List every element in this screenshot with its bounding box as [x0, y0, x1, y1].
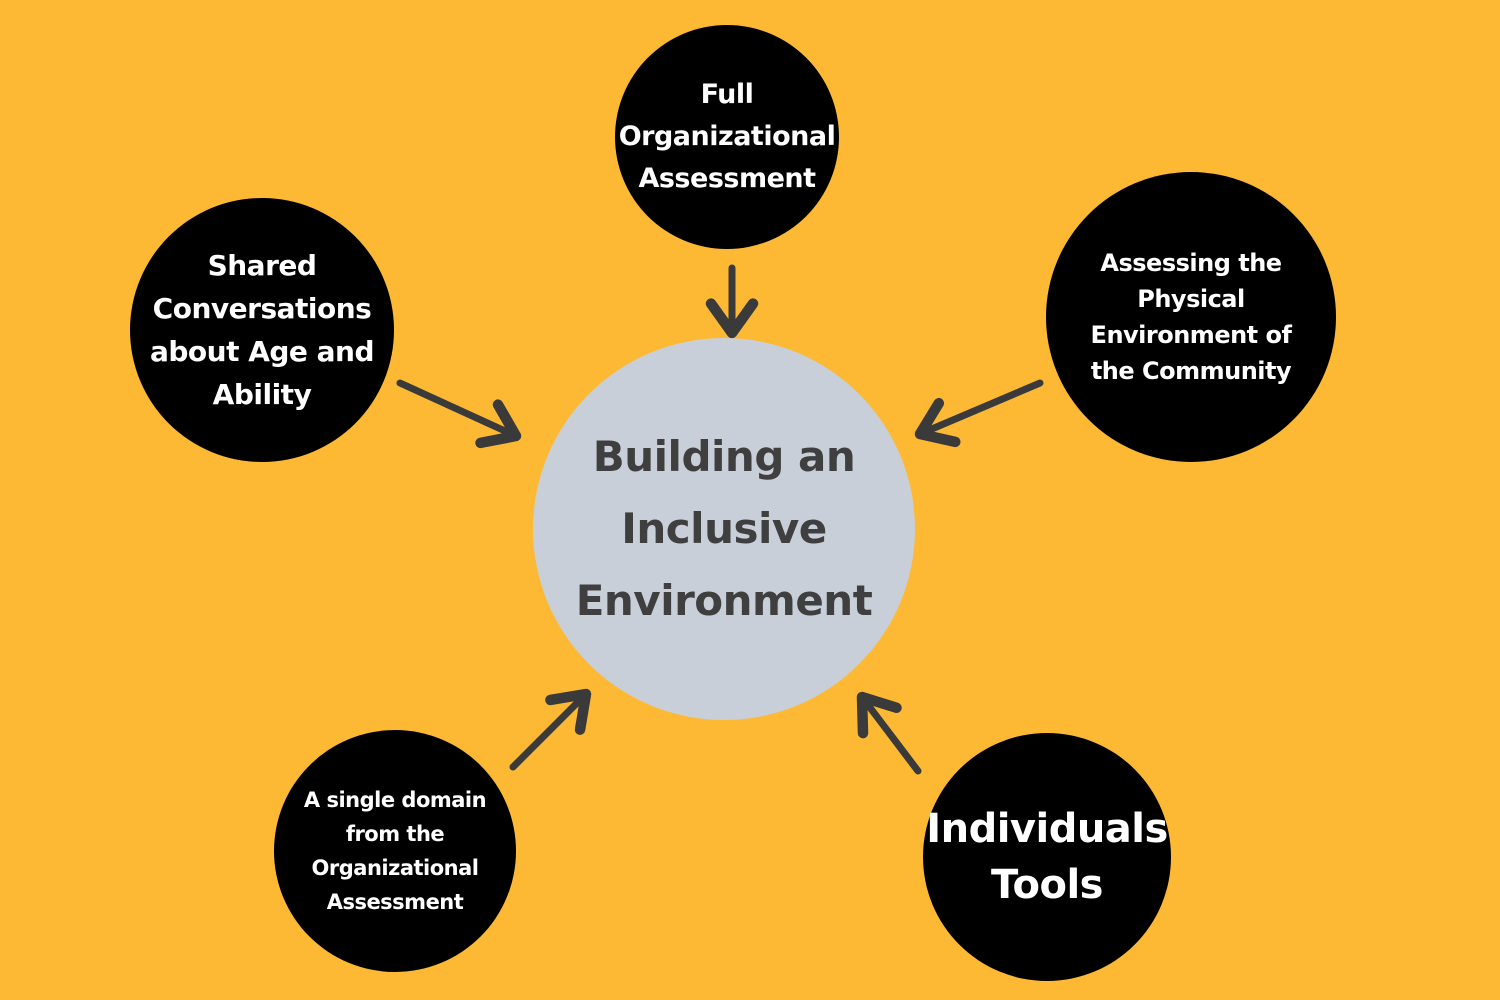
node-individuals-tools: Individuals Tools	[923, 733, 1171, 981]
arrow-left-to-center	[396, 379, 522, 449]
node-label: Individuals Tools	[926, 806, 1168, 908]
center-node-label: Building an Inclusive Environment	[575, 432, 873, 625]
node-label: Full Organizational Assessment	[618, 79, 836, 194]
node-shared-conversations: Shared Conversations about Age and Abili…	[130, 198, 394, 462]
node-label: A single domain from the Organizational …	[303, 788, 487, 914]
node-single-domain: A single domain from the Organizational …	[274, 730, 516, 972]
arrow-right-to-center	[914, 379, 1044, 448]
center-node: Building an Inclusive Environment	[533, 338, 915, 720]
node-physical-environment: Assessing the Physical Environment of th…	[1046, 172, 1336, 462]
node-label: Assessing the Physical Environment of th…	[1090, 249, 1292, 385]
arrow-bottom-left-to-center	[509, 688, 592, 771]
node-label: Shared Conversations about Age and Abili…	[149, 249, 375, 411]
arrow-bottom-right-to-center	[856, 691, 922, 775]
node-full-organizational-assessment: Full Organizational Assessment	[615, 25, 839, 249]
